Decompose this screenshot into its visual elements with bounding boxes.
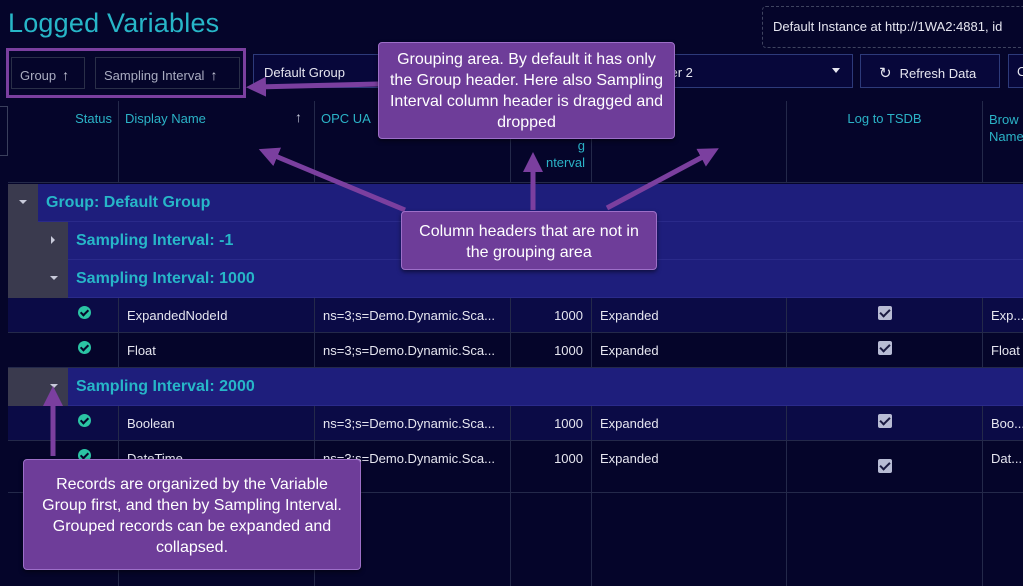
group-chip-group[interactable]: Group ↑ — [11, 57, 85, 89]
status-ok-icon — [78, 341, 91, 354]
column-header-browse-name[interactable]: Brow Name — [983, 101, 1023, 183]
caret-down-icon — [50, 276, 58, 280]
sort-up-icon: ↑ — [295, 109, 302, 125]
column-header-label: g — [577, 138, 585, 153]
display-name-cell: Boolean — [119, 406, 315, 441]
status-cell — [8, 333, 119, 368]
browse-name-cell: Exp... — [983, 298, 1023, 333]
server-select[interactable]: ver 2 — [655, 54, 853, 88]
group-toggle[interactable] — [8, 184, 38, 222]
table-row[interactable]: Float ns=3;s=Demo.Dynamic.Sca... 1000 Ex… — [8, 333, 1023, 368]
status-ok-icon — [78, 306, 91, 319]
column-divider — [510, 493, 511, 586]
grouping-area[interactable]: Group ↑ Sampling Interval ↑ — [6, 48, 246, 98]
table-row[interactable]: Boolean ns=3;s=Demo.Dynamic.Sca... 1000 … — [8, 406, 1023, 441]
callout-grouping-area: Grouping area. By default it has only th… — [378, 42, 675, 139]
group-label: Sampling Interval: 2000 — [76, 378, 255, 395]
callout-column-headers: Column headers that are not in the group… — [401, 211, 657, 270]
column-header-label: nterval — [545, 155, 585, 170]
mode-cell: Expanded — [592, 441, 787, 493]
sampling-interval-cell: 1000 — [511, 298, 592, 333]
log-to-tsdb-cell — [787, 298, 983, 333]
opc-ua-cell: ns=3;s=Demo.Dynamic.Sca... — [315, 298, 511, 333]
group-label: Group: Default Group — [46, 194, 211, 211]
column-header-opc-ua[interactable]: OPC UA — [315, 101, 511, 183]
caret-right-icon — [51, 236, 55, 244]
group-toggle[interactable] — [8, 368, 68, 406]
sort-up-icon: ↑ — [210, 67, 218, 83]
sampling-interval-cell: 1000 — [511, 406, 592, 441]
sort-up-icon: ↑ — [62, 67, 70, 83]
toolbar-extra-button[interactable]: C — [1008, 54, 1023, 88]
group-row-sampling-interval-2000[interactable]: Sampling Interval: 2000 — [8, 368, 1023, 406]
caret-down-icon — [832, 68, 840, 73]
group-label: Sampling Interval: -1 — [76, 232, 234, 249]
log-to-tsdb-cell — [787, 406, 983, 441]
column-header-label: Name — [989, 129, 1023, 144]
group-select[interactable]: Default Group — [253, 54, 383, 88]
opc-ua-cell: ns=3;s=Demo.Dynamic.Sca... — [315, 441, 511, 493]
column-header-sampling-interval[interactable]: g nterval — [511, 101, 592, 183]
status-ok-icon — [78, 414, 91, 427]
column-divider — [786, 493, 787, 586]
mode-cell: Expanded — [592, 333, 787, 368]
group-toggle[interactable] — [8, 222, 68, 260]
browse-name-cell: Boo... — [983, 406, 1023, 441]
column-divider — [591, 493, 592, 586]
column-header-display-name[interactable]: Display Name ↑ — [119, 101, 315, 183]
display-name-cell: ExpandedNodeId — [119, 298, 315, 333]
refresh-data-button[interactable]: ↻ Refresh Data — [860, 54, 1000, 88]
group-toggle[interactable] — [8, 260, 68, 298]
caret-down-icon — [19, 200, 27, 204]
sampling-interval-cell: 1000 — [511, 333, 592, 368]
column-divider — [982, 493, 983, 586]
checkbox-checked-icon[interactable] — [878, 414, 892, 428]
checkbox-checked-icon[interactable] — [878, 459, 892, 473]
mode-cell: Expanded — [592, 298, 787, 333]
group-chip-label: Sampling Interval — [104, 68, 205, 83]
checkbox-checked-icon[interactable] — [878, 341, 892, 355]
mode-cell: Expanded — [592, 406, 787, 441]
instance-selector[interactable]: Default Instance at http://1WA2:4881, id — [762, 6, 1023, 48]
group-label: Sampling Interval: 1000 — [76, 270, 255, 287]
table-row[interactable]: ExpandedNodeId ns=3;s=Demo.Dynamic.Sca..… — [8, 298, 1023, 333]
opc-ua-cell: ns=3;s=Demo.Dynamic.Sca... — [315, 406, 511, 441]
group-chip-label: Group — [20, 68, 57, 83]
column-header-label: Display Name — [125, 111, 206, 126]
status-cell — [8, 406, 119, 441]
checkbox-checked-icon[interactable] — [878, 306, 892, 320]
sampling-interval-cell: 1000 — [511, 441, 592, 493]
browse-name-cell: Float — [983, 333, 1023, 368]
display-name-cell: Float — [119, 333, 315, 368]
column-header-status[interactable]: Status — [8, 101, 119, 183]
column-header-label: Brow — [989, 112, 1019, 127]
group-chip-sampling-interval[interactable]: Sampling Interval ↑ — [95, 57, 240, 89]
page-title: Logged Variables — [8, 8, 220, 38]
opc-ua-cell: ns=3;s=Demo.Dynamic.Sca... — [315, 333, 511, 368]
log-to-tsdb-cell — [787, 333, 983, 368]
callout-records-grouping: Records are organized by the Variable Gr… — [23, 459, 361, 570]
column-header-log-to-tsdb[interactable]: Log to TSDB — [787, 101, 983, 183]
refresh-label: Refresh Data — [899, 66, 977, 81]
refresh-icon: ↻ — [879, 65, 892, 82]
grid-edge-marker — [0, 106, 8, 156]
browse-name-cell: Dat... — [983, 441, 1023, 493]
log-to-tsdb-cell — [787, 441, 983, 493]
status-ok-icon — [78, 449, 91, 462]
status-cell — [8, 298, 119, 333]
caret-down-icon — [50, 384, 58, 388]
